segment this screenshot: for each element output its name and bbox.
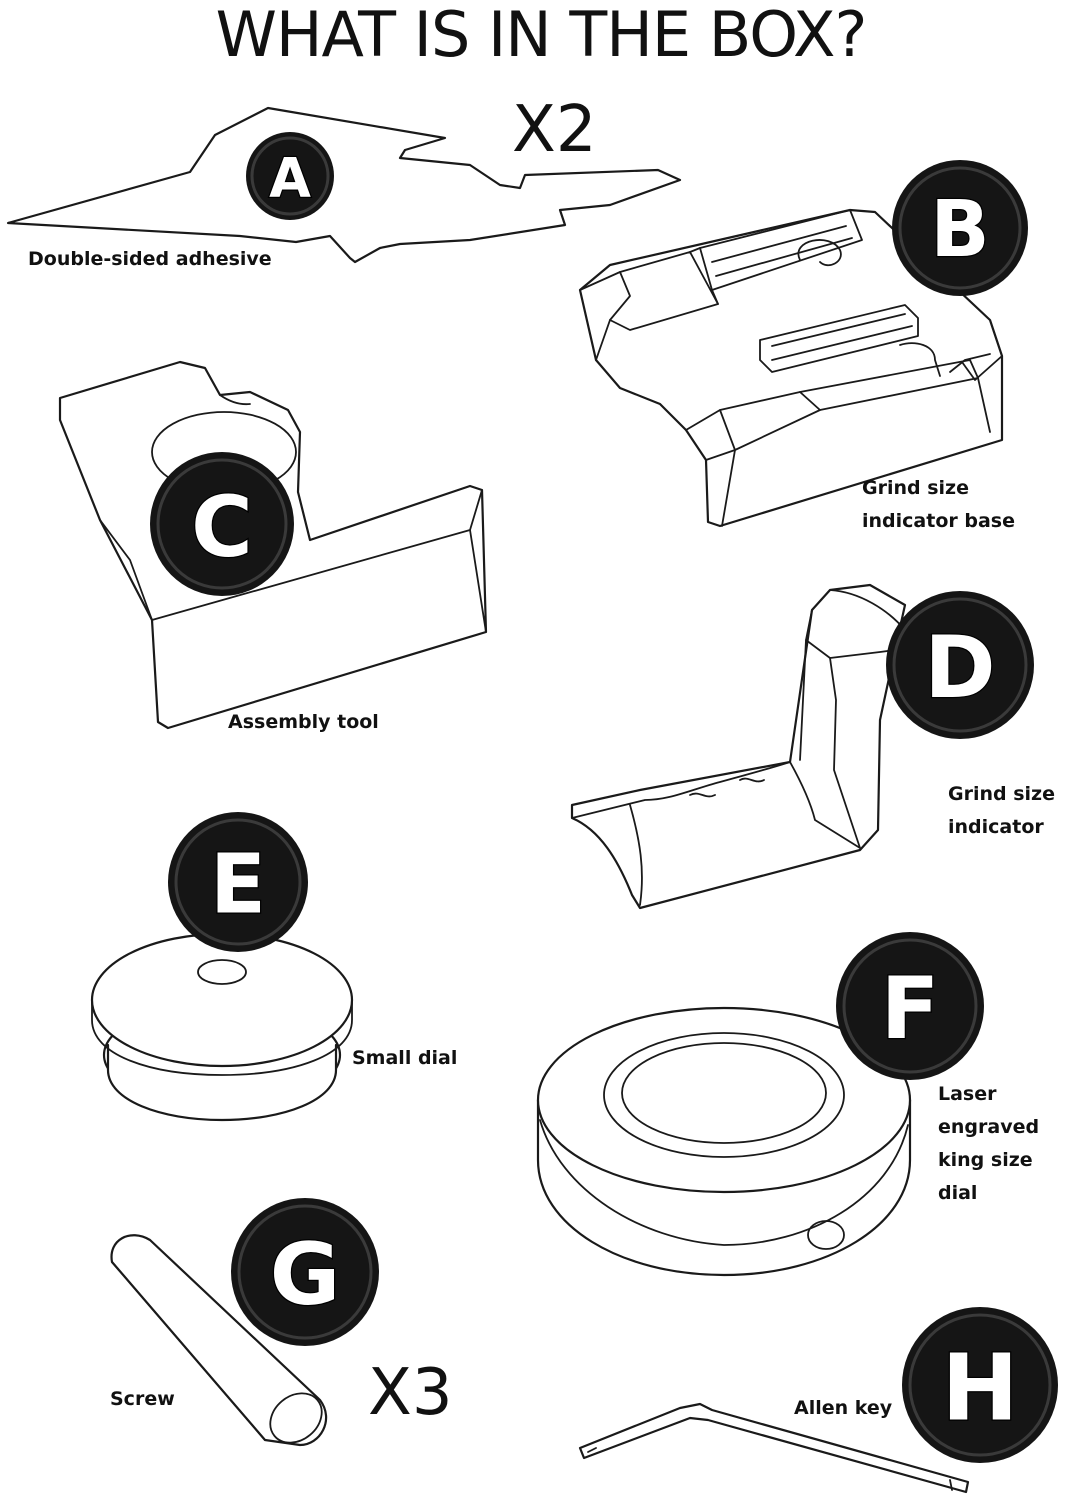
svg-text:A: A	[269, 147, 311, 210]
badge-b-icon: B	[892, 160, 1028, 296]
indicator-base-drawing	[578, 208, 1004, 528]
svg-text:C: C	[191, 478, 253, 576]
svg-text:F: F	[881, 959, 940, 1059]
badge-h-icon: H	[902, 1307, 1058, 1463]
badge-f-icon: F	[836, 932, 984, 1080]
caption-assembly-tool: Assembly tool	[228, 711, 379, 733]
caption-indicator-base: Grind size indicator base	[862, 477, 1015, 532]
caption-indicator: Grind size indicator	[948, 783, 1055, 838]
caption-adhesive: Double-sided adhesive	[28, 248, 272, 270]
svg-text:D: D	[924, 618, 995, 718]
caption-screw: Screw	[110, 1388, 175, 1410]
small-dial-drawing	[90, 932, 354, 1122]
page-title: WHAT IS IN THE BOX?	[215, 0, 868, 71]
allen-key-drawing	[578, 1402, 970, 1494]
badge-d-icon: D	[886, 591, 1034, 739]
caption-king-dial: Laser engraved king size dial	[938, 1083, 1040, 1204]
badge-c-icon: C	[150, 452, 294, 596]
badge-e-icon: E	[168, 812, 308, 952]
adhesive-drawing	[6, 106, 682, 264]
badge-g-icon: G	[231, 1198, 379, 1346]
adhesive-quantity: X2	[512, 93, 597, 167]
svg-text:G: G	[270, 1225, 341, 1325]
indicator-drawing	[570, 583, 907, 910]
screw-quantity: X3	[368, 1356, 453, 1430]
svg-text:H: H	[942, 1335, 1019, 1442]
caption-small-dial: Small dial	[352, 1047, 458, 1069]
screw-drawing	[110, 1234, 328, 1447]
caption-allen-key: Allen key	[794, 1397, 893, 1419]
badge-a-icon: A	[246, 132, 334, 220]
svg-text:E: E	[210, 838, 266, 933]
svg-text:B: B	[930, 185, 989, 275]
king-dial-drawing	[536, 1006, 912, 1277]
